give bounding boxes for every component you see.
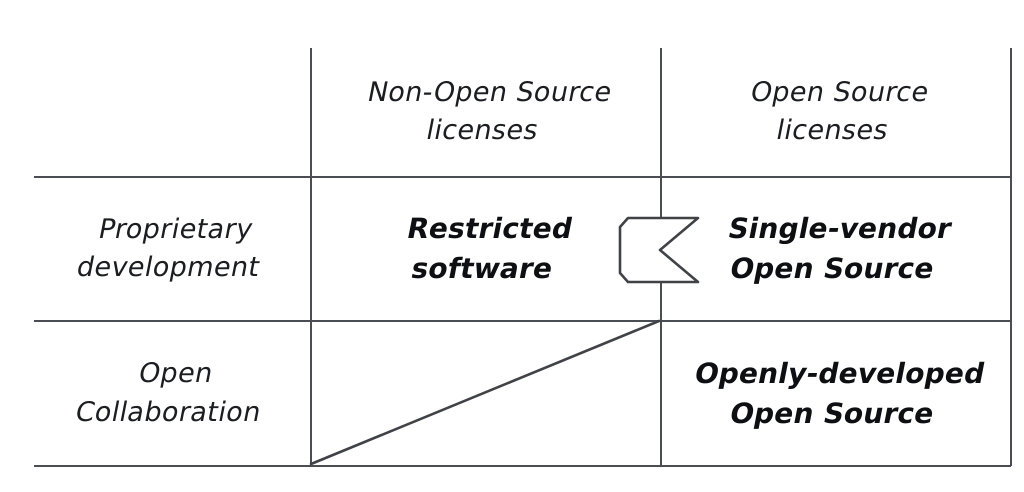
- cell-label-line-2: Open Source: [727, 396, 938, 430]
- cell-label-line-1: Openly-developed: [691, 356, 988, 390]
- grid-vertical-rule-right: [1010, 48, 1012, 466]
- row-header-line-1: Open: [135, 358, 216, 390]
- column-header-line-2: licenses: [423, 115, 542, 146]
- row-header-line-2: Collaboration: [72, 396, 264, 428]
- column-header-line-2: licenses: [773, 115, 892, 146]
- column-header-line-1: Non-Open Source: [364, 76, 615, 108]
- cell-openly-developed-open-source: Openly-developed Open Source: [648, 322, 1024, 465]
- cell-restricted-software: Restricted software: [298, 178, 674, 320]
- column-header-open-source-licenses: Open Source licenses: [650, 48, 1023, 176]
- row-header-line-1: Proprietary: [95, 213, 256, 245]
- grid-vertical-rule-left: [310, 48, 312, 466]
- column-header-non-open-source-licenses: Non-Open Source licenses: [300, 48, 673, 176]
- cell-open-collaboration-non-open-source-empty: [298, 322, 674, 465]
- grid-horizontal-rule-header: [34, 176, 1011, 178]
- row-header-line-2: development: [74, 252, 263, 283]
- cell-label-line-1: Single-vendor: [725, 212, 955, 246]
- grid-horizontal-rule-bottom: [34, 465, 1011, 467]
- row-header-open-collaboration: Open Collaboration: [20, 322, 324, 465]
- column-header-line-1: Open Source: [747, 76, 932, 108]
- cell-label-line-1: Restricted: [404, 212, 576, 246]
- row-header-proprietary-development: Proprietary development: [20, 178, 324, 320]
- cell-label-line-2: software: [408, 252, 556, 285]
- cell-single-vendor-open-source: Single-vendor Open Source: [648, 178, 1024, 320]
- cell-label-line-2: Open Source: [727, 252, 938, 285]
